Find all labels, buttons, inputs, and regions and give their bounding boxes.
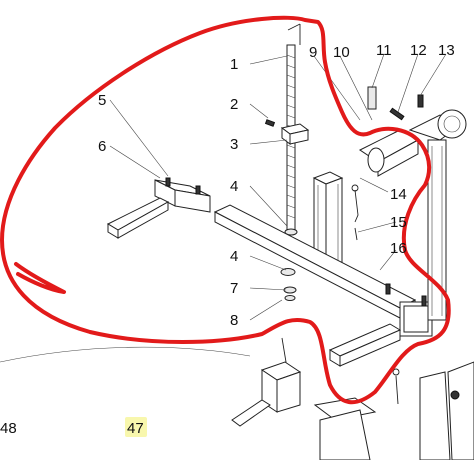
callout-11: 11 <box>376 42 392 59</box>
bottom-components <box>231 337 474 460</box>
callout-2: 2 <box>230 96 238 113</box>
callout-9: 9 <box>309 44 317 61</box>
lower-foot <box>328 283 427 367</box>
callout-10: 10 <box>333 44 350 61</box>
callout-13: 13 <box>438 42 455 59</box>
base-beam <box>213 204 433 337</box>
leader-lines <box>109 53 447 321</box>
label-47-highlight <box>125 417 147 437</box>
callout-5: 5 <box>98 92 106 109</box>
callout-47: 47 <box>127 420 144 437</box>
callout-14: 14 <box>390 186 407 203</box>
callout-16: 16 <box>390 240 407 257</box>
callout-4-lower: 4 <box>230 248 238 265</box>
spring-pins <box>351 184 359 241</box>
washers <box>280 268 297 301</box>
callout-3: 3 <box>230 136 238 153</box>
callout-7: 7 <box>230 280 238 297</box>
callout-6: 6 <box>98 138 106 155</box>
callout-8: 8 <box>230 312 238 329</box>
callout-4-upper: 4 <box>230 178 238 195</box>
red-highlight-tail <box>14 262 66 294</box>
callout-48: 48 <box>0 420 17 437</box>
nut-block <box>264 119 310 145</box>
callout-15: 15 <box>390 214 407 231</box>
callout-12: 12 <box>410 42 427 59</box>
callout-1: 1 <box>230 56 238 73</box>
left-bracket-assembly <box>106 177 211 239</box>
red-highlight-outline <box>0 15 451 405</box>
background-arc <box>0 346 251 363</box>
